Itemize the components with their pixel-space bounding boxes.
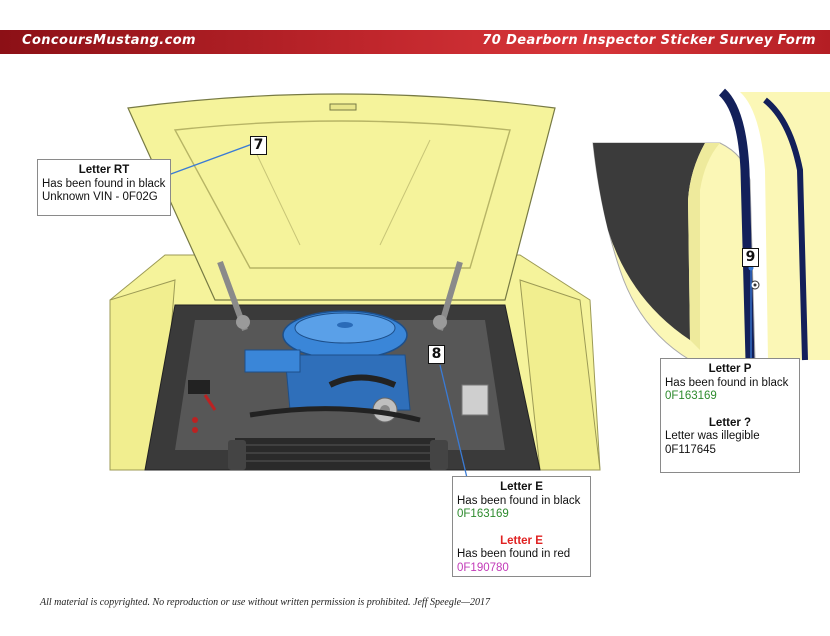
site-name[interactable]: ConcoursMustang.com xyxy=(22,33,196,48)
callout-text: Has been found in red xyxy=(457,548,571,560)
callout-vin: 0F163169 xyxy=(457,508,509,520)
callout-vin: Unknown VIN - 0F02G xyxy=(42,191,158,203)
pointer-line-7 xyxy=(159,142,256,179)
pointer-line-8 xyxy=(439,364,469,483)
callout-vin: 0F190780 xyxy=(457,561,509,574)
callout-heading: Letter E xyxy=(500,481,543,493)
callout-heading: Letter P xyxy=(708,363,752,375)
tag-9: 9 xyxy=(742,248,759,267)
copyright-notice: All material is copyrighted. No reproduc… xyxy=(40,597,490,608)
callout-letter-rt: Letter RT Has been found in black Unknow… xyxy=(37,159,171,216)
callout-vin: 0F163169 xyxy=(665,390,717,402)
hood xyxy=(127,93,556,301)
callout-heading: Letter RT xyxy=(78,164,130,176)
callout-text: Has been found in black xyxy=(457,494,581,507)
engine-bay-illustration xyxy=(109,93,601,471)
callout-text: Letter was illegible xyxy=(665,430,760,442)
callout-heading: Letter ? xyxy=(708,416,752,429)
header-bar: ConcoursMustang.com 70 Dearborn Inspecto… xyxy=(0,30,830,54)
callout-letter-e: Letter E Has been found in black 0F16316… xyxy=(452,476,591,577)
door-jamb-illustration xyxy=(592,88,830,361)
callout-vin: 0F117645 xyxy=(665,443,716,456)
form-title: 70 Dearborn Inspector Sticker Survey For… xyxy=(482,33,816,48)
callout-letter-p: Letter P Has been found in black 0F16316… xyxy=(660,358,800,473)
tag-8: 8 xyxy=(428,345,445,364)
tag-7: 7 xyxy=(250,136,267,155)
callout-text: Has been found in black xyxy=(665,376,789,389)
callout-text: Has been found in black xyxy=(42,177,166,190)
callout-heading-red: Letter E xyxy=(500,534,543,547)
